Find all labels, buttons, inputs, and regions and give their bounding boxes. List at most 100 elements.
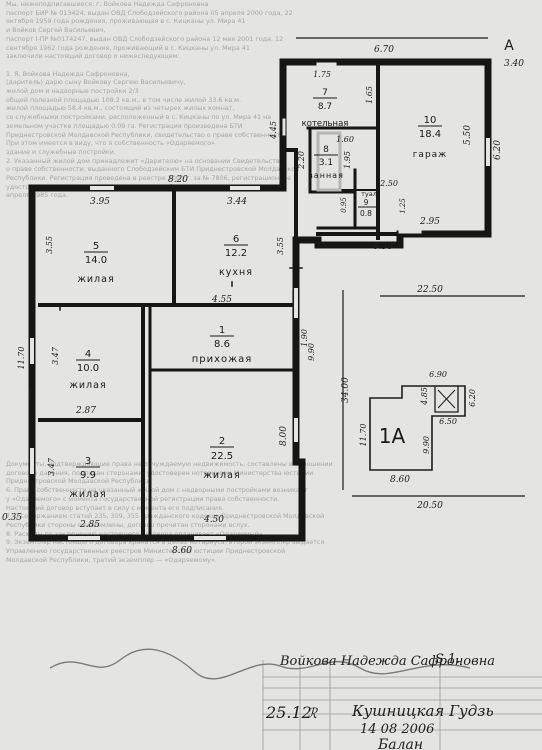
contract-line: Приднестровской Молдавской Республики, с… xyxy=(6,130,285,139)
bath-fixture xyxy=(316,131,342,192)
dimension-label: 6.20 xyxy=(468,389,477,407)
dimension-label: 3.40 xyxy=(504,59,524,69)
contract-line: Республики стороны ознакомлены, договор … xyxy=(6,520,250,529)
contract-line: жилой площадью 58.4 кв.м., состоящий из … xyxy=(6,104,235,113)
dimension-label: 6.90 xyxy=(429,370,447,379)
dimension-label: 22.50 xyxy=(416,285,443,295)
room-number: 4 xyxy=(85,349,91,360)
dimension-label: 3.55 xyxy=(45,236,54,254)
dimension-label: 34.00 xyxy=(341,377,351,403)
dimension-label: 9.90 xyxy=(307,343,316,361)
room-number: 5 xyxy=(93,241,99,252)
dimension-label: 5.50 xyxy=(463,125,473,145)
window-gaps xyxy=(30,138,490,540)
room-area: 3.1 xyxy=(319,158,333,168)
contract-line: Мы, нижеподписавшиеся: г. Войкова Надежд… xyxy=(6,0,209,8)
contract-line: Управлению государственных реестров Мини… xyxy=(6,547,286,556)
contract-line: октября 1959 года рождения, проживающая … xyxy=(6,17,246,26)
dimension-label: 6.20 xyxy=(493,140,503,160)
door-ticks xyxy=(59,267,303,311)
contract-line: паспорт I-ПР №0174247, выдан ОВД Слободз… xyxy=(6,34,284,43)
site-annex xyxy=(434,386,459,413)
dimension-label: 11.70 xyxy=(359,424,368,447)
contract-line: земельном участке площадью 0.09 га. Реги… xyxy=(6,121,243,130)
contract-line: 9. Экземпляр настоящего договора хранитс… xyxy=(6,538,325,547)
contract-line: 6. Право собственности на указанный жило… xyxy=(6,486,308,495)
dimension-label: 1.95 xyxy=(343,151,352,169)
contract-line: со служебными постройками, расположенный… xyxy=(6,113,272,122)
contract-line: 2. Указанный жилой дом принадлежит «Дари… xyxy=(6,156,284,165)
room-area: 8.6 xyxy=(214,339,230,350)
dimension-label: 2.95 xyxy=(419,217,440,227)
dimension-label: 6.50 xyxy=(373,242,393,252)
room-name: жилая xyxy=(69,489,106,500)
dimension-label: 1.60 xyxy=(336,135,354,144)
contract-line: Настоящий договор вступает в силу с моме… xyxy=(6,503,224,512)
room-name: кухня xyxy=(219,267,253,278)
dimension-label: 3.47 xyxy=(47,457,56,476)
room-number: 8 xyxy=(323,145,329,155)
room-name: жилая xyxy=(203,470,240,481)
room-number: 3 xyxy=(85,456,91,467)
room-number: 6 xyxy=(233,234,239,245)
contract-text-top: Мы, нижеподписавшиеся: г. Войкова Надежд… xyxy=(6,0,526,200)
room-number: 7 xyxy=(322,88,328,98)
contract-line: здание и служебные постройки. xyxy=(6,147,116,156)
room-name: прихожая xyxy=(192,354,253,365)
site-building xyxy=(369,385,466,471)
dimension-label: 1.25 xyxy=(399,198,407,214)
room-area: 22.5 xyxy=(211,451,233,462)
contract-line: о праве собственности, выданного Слободз… xyxy=(6,165,300,174)
dimension-label: 4.55 xyxy=(211,295,232,305)
signature-surname: Балан xyxy=(377,737,423,750)
boiler-wall xyxy=(281,60,298,242)
corner-letter: А xyxy=(504,38,514,54)
dimension-label: 2.85 xyxy=(79,520,100,530)
site-annex-cross xyxy=(437,389,456,409)
signature-area: Войкова Надежда Сафроновна S.1. 25.12 ℛ … xyxy=(49,648,495,750)
room-number: 9 xyxy=(364,198,369,207)
signature-date-short: 25.12 xyxy=(265,703,312,722)
contract-line: При этом имеется в виду, что я собственн… xyxy=(6,139,215,148)
contract-line: Документы, подтверждающие права на отчуж… xyxy=(6,460,333,468)
dimension-label: 8.00 xyxy=(279,426,289,446)
dimension-label: 0.95 xyxy=(340,197,348,213)
contract-line: апреля 1985 года. xyxy=(6,191,68,200)
dimension-label: 4.45 xyxy=(269,121,278,140)
dimension-label: 4.50 xyxy=(203,515,224,525)
room-area: 9.9 xyxy=(80,470,96,481)
dimension-label: 1.75 xyxy=(313,70,331,79)
dimension-label: 11.70 xyxy=(17,347,26,370)
room-area: 8.7 xyxy=(318,102,332,112)
contract-line: сентября 1962 года рождения, проживающий… xyxy=(6,43,250,52)
room-name: котельная xyxy=(302,119,349,129)
contract-line: у «Одаряемого» с момента государственной… xyxy=(6,494,280,503)
contract-line: Приднестровской Молдавской Республики. xyxy=(6,477,153,486)
dimension-label: 0.35 xyxy=(2,513,22,523)
dimension-label: 1.90 xyxy=(300,329,309,347)
dimension-label: 3.47 xyxy=(51,346,60,365)
room-area: 18.4 xyxy=(419,129,441,140)
signature-name-line: Кушницкая Гудзь xyxy=(351,702,494,720)
contract-line: 8. Расходы по заключению настоящего дого… xyxy=(6,529,265,538)
dimension-label: 9.90 xyxy=(422,436,431,454)
contract-line: 1. Я, Войкова Надежда Сафроновна, xyxy=(6,69,130,78)
contract-line: и Войков Сергей Васильевич, xyxy=(6,26,106,35)
contract-text-bottom: Документы, подтверждающие права на отчуж… xyxy=(6,460,526,564)
room-area: 14.0 xyxy=(85,255,107,266)
room-name: ванная xyxy=(308,171,344,180)
dimension-label: 8.60 xyxy=(172,546,192,556)
room-number: 1 xyxy=(219,325,225,336)
contract-line: паспорт БИР № 013424, выдан ОВД Слободзе… xyxy=(6,8,293,17)
stamp-grid xyxy=(263,676,542,731)
signature-text: Войкова Надежда Сафроновна xyxy=(279,654,495,669)
signature-mark: ℛ xyxy=(306,706,318,722)
dimension-label: 3.95 xyxy=(90,197,110,207)
room-name: гараж xyxy=(413,150,448,160)
contract-line: жилой дом и надворные постройки 2/3 xyxy=(6,87,139,96)
building-label: 1А xyxy=(379,424,406,448)
room-area: 0.8 xyxy=(360,209,372,218)
stamp-grid-v xyxy=(262,660,441,750)
contract-line: общей полезной площадью 108.2 кв.м., в т… xyxy=(6,95,241,104)
